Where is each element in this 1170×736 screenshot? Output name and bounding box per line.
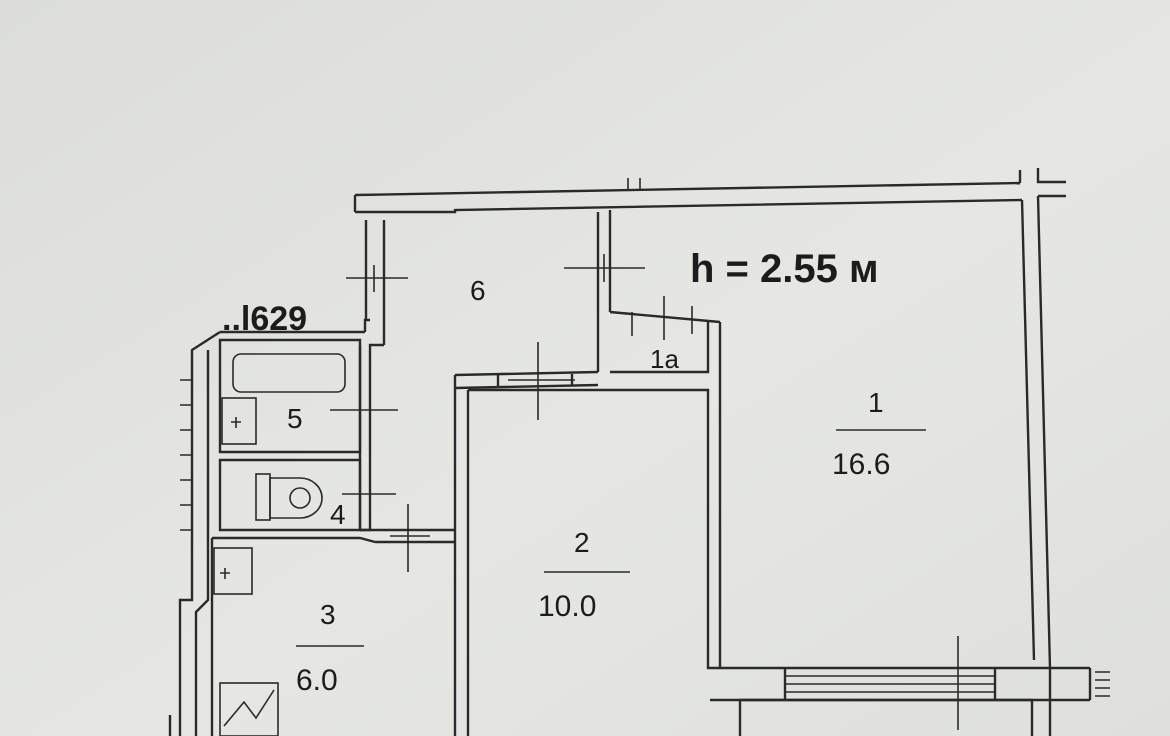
interior-walls: [210, 210, 722, 736]
room-6-number: 6: [470, 275, 486, 306]
fixtures: [213, 353, 346, 736]
fragment-label: ..l629: [222, 300, 307, 338]
stove: [219, 682, 279, 736]
room-1-number: 1: [868, 387, 884, 418]
exterior-walls: [168, 168, 1110, 736]
room-2-number: 2: [574, 527, 590, 558]
room-4-number: 4: [330, 499, 346, 530]
kitchen-sink: [213, 547, 253, 595]
bathroom-sink: [221, 397, 257, 445]
kitchen-sink-plus-icon: [220, 568, 230, 579]
ceiling-height-note: h = 2.55 м: [690, 247, 879, 291]
room-1a-number: 1a: [650, 344, 679, 374]
room-3-number: 3: [320, 599, 336, 630]
room-5-number: 5: [287, 403, 303, 434]
room-3-area: 6.0: [296, 664, 338, 697]
room-1-area: 16.6: [832, 448, 890, 481]
bathroom-sink-plus-icon: [231, 417, 241, 428]
stove-zigzag-icon: [223, 689, 275, 727]
door-marks: [330, 254, 959, 730]
toilet-seat-icon: [289, 487, 311, 509]
toilet-bowl: [269, 477, 323, 519]
bathtub: [232, 353, 346, 393]
top-wall-marks: [627, 178, 641, 190]
room-2-area: 10.0: [538, 590, 596, 623]
